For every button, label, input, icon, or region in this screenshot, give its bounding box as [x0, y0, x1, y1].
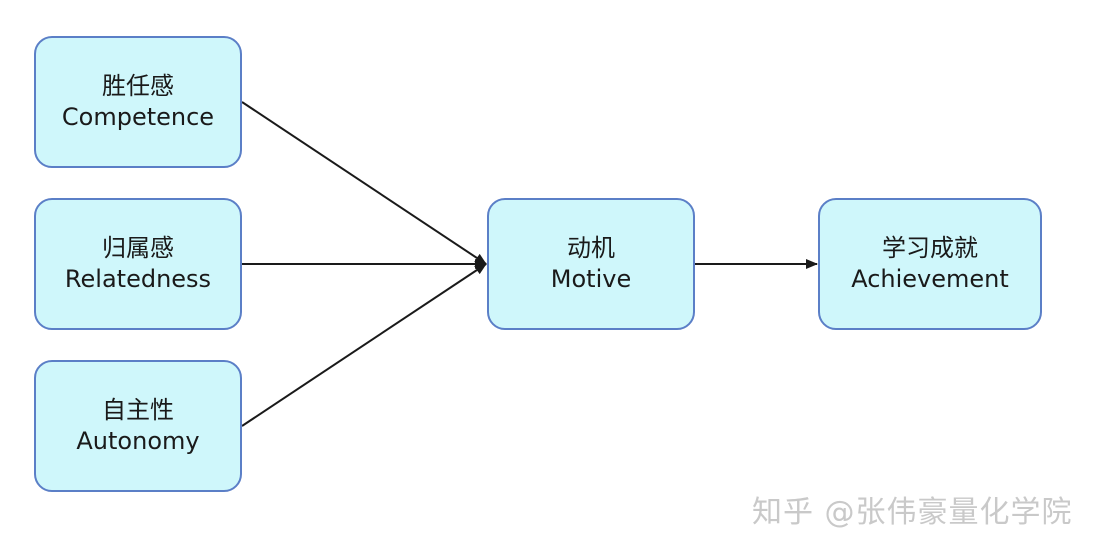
edge-competence-to-motive	[241, 101, 487, 265]
node-competence-label-en: Competence	[61, 103, 215, 131]
node-competence: 胜任感 Competence	[34, 36, 242, 168]
node-autonomy: 自主性 Autonomy	[34, 360, 242, 492]
node-autonomy-label-en: Autonomy	[76, 427, 200, 455]
node-relatedness-label-en: Relatedness	[64, 265, 212, 293]
node-competence-label-zh: 胜任感	[102, 72, 174, 100]
node-achievement: 学习成就 Achievement	[818, 198, 1042, 330]
watermark-text: 知乎 @张伟豪量化学院	[752, 495, 1073, 530]
node-relatedness-label-zh: 归属感	[102, 234, 174, 262]
node-motive-label-zh: 动机	[567, 234, 615, 262]
node-motive-label-en: Motive	[550, 265, 632, 293]
node-motive: 动机 Motive	[487, 198, 695, 330]
edge-autonomy-to-motive	[241, 263, 487, 427]
node-achievement-label-en: Achievement	[851, 265, 1009, 293]
node-autonomy-label-zh: 自主性	[102, 396, 174, 424]
node-achievement-label-zh: 学习成就	[882, 234, 978, 262]
node-relatedness: 归属感 Relatedness	[34, 198, 242, 330]
